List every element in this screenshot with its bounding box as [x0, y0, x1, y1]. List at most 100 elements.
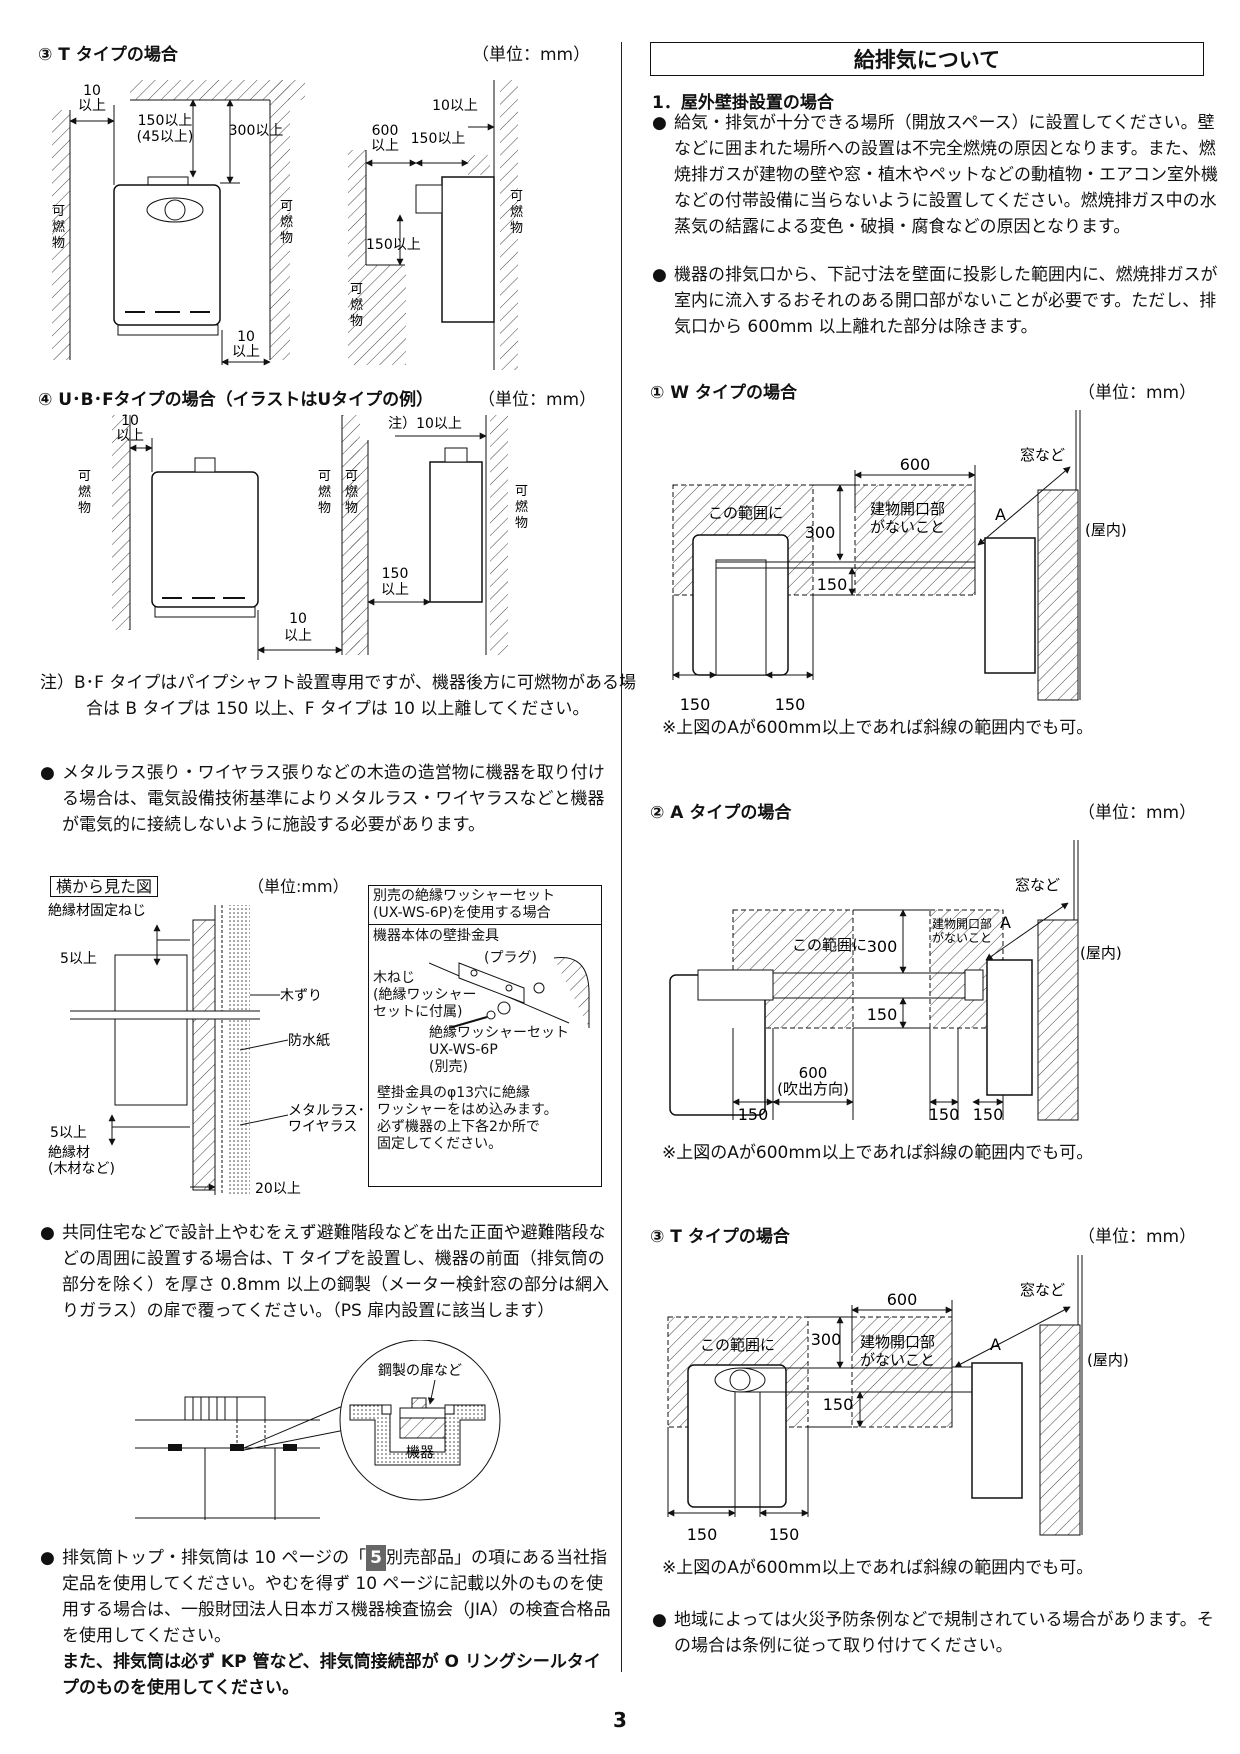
label-fixing-screw: 絶縁材固定ねじ: [48, 903, 146, 919]
label-line: 固定してください。: [377, 1136, 503, 1152]
label-45-ijou: (45以上): [137, 129, 194, 145]
label-dim-a: A: [990, 1335, 1001, 1354]
label-line: (絶縁ワッシャー: [373, 987, 477, 1003]
label-combustible: 可燃物: [78, 469, 91, 516]
water-heater-side: [971, 1362, 1023, 1499]
t-type-exhaust-diagram: この範囲に 建物開口部 がないこと 窓など (屋内) A 600 300 150…: [667, 1255, 1129, 1544]
t-type-clearance-diagram: 可燃物 10 以上 150以上 (45以上) 300以上 可燃物 10 以上 6…: [52, 80, 523, 370]
water-heater-side: [441, 176, 495, 323]
label-dim-600: 600: [887, 1290, 918, 1309]
label-note-10-ijou: 注）10以上: [388, 416, 462, 432]
label-wood-lath: 木ずり: [280, 988, 322, 1004]
label-combustible-right: 可燃物: [280, 199, 293, 246]
label-ijou: 以上: [381, 582, 409, 598]
washer-box-body: 機器本体の壁掛金具 (プラグ) 木ねじ (絶縁ワッシャー セットに付属) 絶縁ワ…: [369, 925, 601, 1180]
bullet-text: 共同住宅などで設計上やむをえず避難階段などを出た正面や避難階段などの周囲に設置す…: [62, 1223, 609, 1321]
label-washer-set: 絶縁ワッシャーセット UX-WS-6P (別売): [429, 1025, 569, 1076]
bullet-text: 別売部品」の項にある当社指定品を使用してください。やむを得ず 10 ページに記載…: [62, 1548, 611, 1646]
label-line: ワッシャーをはめ込みます。: [377, 1102, 558, 1118]
label-300-ijou: 300以上: [229, 123, 284, 139]
label-range: この範囲に: [708, 504, 783, 522]
water-heater-front: [113, 184, 221, 326]
label-indoor: (屋内): [1085, 521, 1127, 539]
label-150-ijou: 150以上: [411, 131, 466, 147]
bullet-opening: ●機器の排気口から、下記寸法を壁面に投影した範囲内に、燃焼排ガスが室内に流入する…: [652, 262, 1229, 340]
top-wall: [130, 80, 305, 100]
label-window: 窓など: [1015, 876, 1060, 894]
label-indoor: (屋内): [1080, 944, 1122, 962]
label-combustible: 可燃物: [515, 484, 528, 531]
label-no-opening: がないこと: [870, 518, 945, 536]
label-wood-screw: 木ねじ (絶縁ワッシャー セットに付属): [373, 970, 476, 1021]
label-combustible: 可燃物: [318, 469, 331, 516]
bullet-ventilation: ● 給気・排気が十分できる場所（開放スペース）に設置してください。壁などに囲まれた…: [652, 110, 1229, 240]
label-line: 必ず機器の上下各2か所で: [377, 1119, 540, 1135]
bullet-regulation: ●地域によっては火災予防条例などで規制されている場合があります。その場合は条例に…: [652, 1607, 1229, 1659]
label-insulator-note: (木材など): [48, 1161, 115, 1177]
label-top-gap: 5以上: [60, 951, 97, 967]
label-600: 600: [372, 123, 399, 139]
water-heater-front: [151, 471, 259, 608]
t-type-right-unit: （単位：mm）: [1078, 1227, 1197, 1247]
side-view-unit: （単位:mm）: [248, 877, 349, 896]
label-dim-a: A: [1000, 913, 1011, 932]
note-prefix: 注）: [40, 673, 74, 693]
side-view-title-text: 横から見た図: [50, 876, 159, 897]
label-combustible: 可燃物: [510, 189, 523, 236]
label-no-opening: がないこと: [932, 930, 992, 945]
sub-heading: 1．屋外壁掛設置の場合: [652, 93, 834, 113]
ubf-type-unit: （単位：mm）: [478, 390, 597, 410]
bullet-bold-text: また、排気筒は必ず KP 管など、排気筒接続部が O リングシールタイプのものを…: [62, 1652, 601, 1698]
bullet-text: 給気・排気が十分できる場所（開放スペース）に設置してください。壁などに囲まれた場…: [674, 113, 1218, 237]
label-dim-300: 300: [805, 523, 836, 542]
label-line: 絶縁ワッシャーセット: [429, 1025, 569, 1041]
ps-door-diagram: 鋼製の扉など 機器: [135, 1340, 501, 1520]
a-type-unit: （単位：mm）: [1078, 803, 1197, 823]
label-dim-300: 300: [867, 937, 898, 956]
label-no-opening: がないこと: [860, 1351, 935, 1369]
label-line: 木ねじ: [373, 970, 415, 986]
label-dim-600: 600: [799, 1064, 828, 1082]
bullet-icon: ●: [40, 763, 55, 783]
label-ijou: 以上: [284, 628, 312, 644]
side-view-title: 横から見た図: [50, 873, 159, 897]
label-10: 10: [289, 611, 307, 627]
bullet-text: 地域によっては火災予防条例などで規制されている場合があります。その場合は条例に従…: [674, 1610, 1214, 1656]
label-150-ijou-below: 150以上: [366, 237, 421, 253]
w-type-exhaust-diagram: この範囲に 建物開口部 がないこと 窓など (屋内) A 600 300 150…: [672, 410, 1127, 714]
label-combustible: 可燃物: [345, 469, 358, 516]
label-line: 壁掛金具のφ13穴に絶縁: [377, 1085, 531, 1101]
label-unit: 機器: [406, 1445, 434, 1461]
label-line: (別売): [429, 1059, 468, 1075]
label-dim-a: A: [995, 505, 1006, 524]
washer-box-title: 別売の絶縁ワッシャーセット (UX-WS-6P)を使用する場合: [369, 886, 601, 925]
bullet-icon: ●: [652, 113, 667, 133]
label-line: セットに付属): [373, 1004, 463, 1020]
bullet-metal-lath: ●メタルラス張り・ワイヤラス張りなどの木造の造営物に機器を取り付ける場合は、電気…: [40, 760, 617, 838]
a-type-caption: ※上図のAが600mm以上であれば斜線の範囲内でも可。: [662, 1143, 1094, 1163]
insulator-material: [192, 919, 216, 1191]
label-dim-150: 150: [973, 1105, 1004, 1124]
label-no-opening: 建物開口部: [932, 916, 992, 931]
t-type-caption: ※上図のAが600mm以上であれば斜線の範囲内でも可。: [662, 1558, 1094, 1578]
bullet-text: 排気筒トップ・排気筒は 10 ページの「: [62, 1548, 367, 1568]
label-dim-600: 600: [900, 455, 931, 474]
t-type-unit: （単位：mm）: [472, 45, 591, 65]
page-number: 3: [613, 1708, 627, 1732]
label-dim-150: 150: [680, 695, 711, 714]
section-title: 給排気について: [650, 42, 1204, 76]
t-type-right-heading: ③ T タイプの場合: [650, 1227, 790, 1247]
label-dim-150: 150: [817, 575, 848, 594]
label-dim-150: 150: [738, 1105, 769, 1124]
label-dim-300: 300: [811, 1330, 842, 1349]
column-divider: [621, 42, 622, 1672]
label-10-ijou: 10以上: [432, 98, 478, 114]
label-bracket: 機器本体の壁掛金具: [373, 928, 499, 944]
washer-box-title-line: (UX-WS-6P)を使用する場合: [373, 905, 551, 921]
washer-set-box: 別売の絶縁ワッシャーセット (UX-WS-6P)を使用する場合 機器本体の壁掛金…: [368, 885, 602, 1187]
label-insulator: 絶縁材: [48, 1145, 90, 1161]
label-window: 窓など: [1020, 446, 1065, 464]
bullet-icon: ●: [40, 1548, 55, 1568]
washer-box-title-line: 別売の絶縁ワッシャーセット: [373, 888, 555, 904]
side-view-diagram: 絶縁材固定ねじ 5以上 5以上 絶縁材 (木材など) 木ずり 防水紙 メタルラス…: [40, 903, 365, 1197]
